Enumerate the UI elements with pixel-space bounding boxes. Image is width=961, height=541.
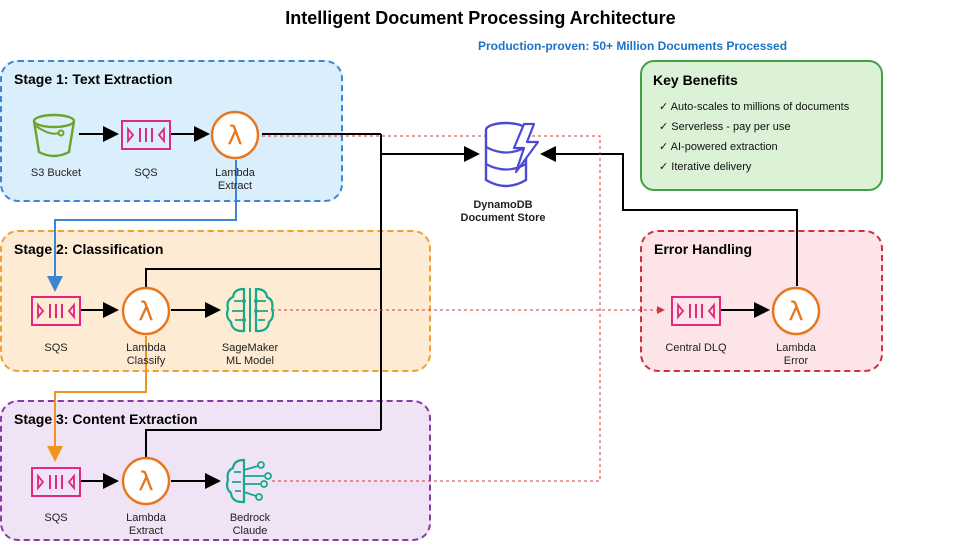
arrow-stage1-to-stage2: [47, 160, 237, 292]
lambda-extract-label: Lambda Extract: [190, 167, 280, 193]
error-handling-title: Error Handling: [654, 241, 753, 257]
sagemaker-label: SageMaker ML Model: [205, 342, 295, 368]
stage1-label: Stage 1: Text Extraction: [14, 71, 173, 87]
bedrock-label: Bedrock Claude: [205, 512, 295, 538]
s3-bucket-icon: [32, 113, 76, 158]
lambda-label-line: Lambda: [215, 167, 255, 179]
dashed-error-path-stage1: [262, 135, 601, 481]
lambda-label-line: Error: [783, 355, 809, 367]
bedrock-label-line: Claude: [232, 525, 268, 537]
stage1-box: Stage 1: Text Extraction: [0, 60, 343, 202]
error-handling-box: Error Handling: [640, 230, 883, 372]
sagemaker-brain-icon: [225, 287, 275, 333]
lambda-label-line: Lambda: [776, 342, 816, 354]
line-lambda3-to-bus: [145, 429, 381, 460]
lambda-icon: λ: [210, 110, 260, 160]
lambda-icon: λ: [121, 456, 171, 506]
bedrock-icon: [225, 458, 272, 504]
sqs-label: SQS: [134, 167, 158, 179]
stage3-label: Stage 3: Content Extraction: [14, 411, 198, 427]
arrow-stage2-to-stage3: [47, 336, 147, 462]
svg-text:λ: λ: [138, 297, 153, 327]
benefit-item: ✓ Serverless - pay per use: [659, 121, 791, 133]
svg-text:λ: λ: [788, 297, 803, 327]
stage2-label: Stage 2: Classification: [14, 241, 164, 257]
diagram-title: Intelligent Document Processing Architec…: [285, 8, 676, 28]
lambda-label-line: Lambda: [126, 342, 166, 354]
sqs-icon: [121, 120, 171, 150]
lambda-icon: λ: [771, 286, 821, 336]
lambda-extract-label: Lambda Extract: [101, 512, 191, 538]
dynamodb-icon: [484, 121, 540, 188]
lambda-label-line: Extract: [217, 180, 253, 192]
dynamodb-label: DynamoDB Document Store: [458, 199, 548, 225]
svg-text:λ: λ: [138, 467, 153, 497]
key-benefits-title: Key Benefits: [653, 72, 738, 88]
dlq-icon: [671, 296, 721, 326]
sagemaker-label-line: ML Model: [226, 355, 274, 367]
dynamodb-label-line: Document Store: [460, 212, 546, 224]
sqs-icon: [31, 467, 81, 497]
svg-text:λ: λ: [227, 121, 242, 151]
lambda-label-line: Classify: [126, 355, 166, 367]
benefit-item: ✓ AI-powered extraction: [659, 141, 778, 153]
lambda-error-label: Lambda Error: [751, 342, 841, 368]
benefit-item: ✓ Iterative delivery: [659, 161, 752, 173]
sqs-icon: [31, 296, 81, 326]
sqs-label: SQS: [44, 512, 68, 524]
lambda-label-line: Extract: [128, 525, 164, 537]
arrow-error-lambda-to-dynamodb: [540, 146, 798, 286]
benefit-item: ✓ Auto-scales to millions of documents: [659, 101, 850, 113]
stage2-box: Stage 2: Classification: [0, 230, 431, 372]
s3-bucket-label: S3 Bucket: [30, 167, 82, 179]
lambda-icon: λ: [121, 286, 171, 336]
line-lambda2-to-bus: [145, 268, 381, 290]
dynamodb-label-line: DynamoDB: [473, 199, 533, 211]
key-benefits-box: Key Benefits ✓ Auto-scales to millions o…: [640, 60, 883, 191]
lambda-classify-label: Lambda Classify: [101, 342, 191, 368]
bedrock-label-line: Bedrock: [229, 512, 271, 524]
diagram-subtitle: Production-proven: 50+ Million Documents…: [478, 39, 788, 53]
sagemaker-label-line: SageMaker: [221, 342, 279, 354]
dlq-label: Central DLQ: [665, 342, 727, 354]
sqs-label: SQS: [44, 342, 68, 354]
lambda-label-line: Lambda: [126, 512, 166, 524]
stage3-box: Stage 3: Content Extraction: [0, 400, 431, 541]
